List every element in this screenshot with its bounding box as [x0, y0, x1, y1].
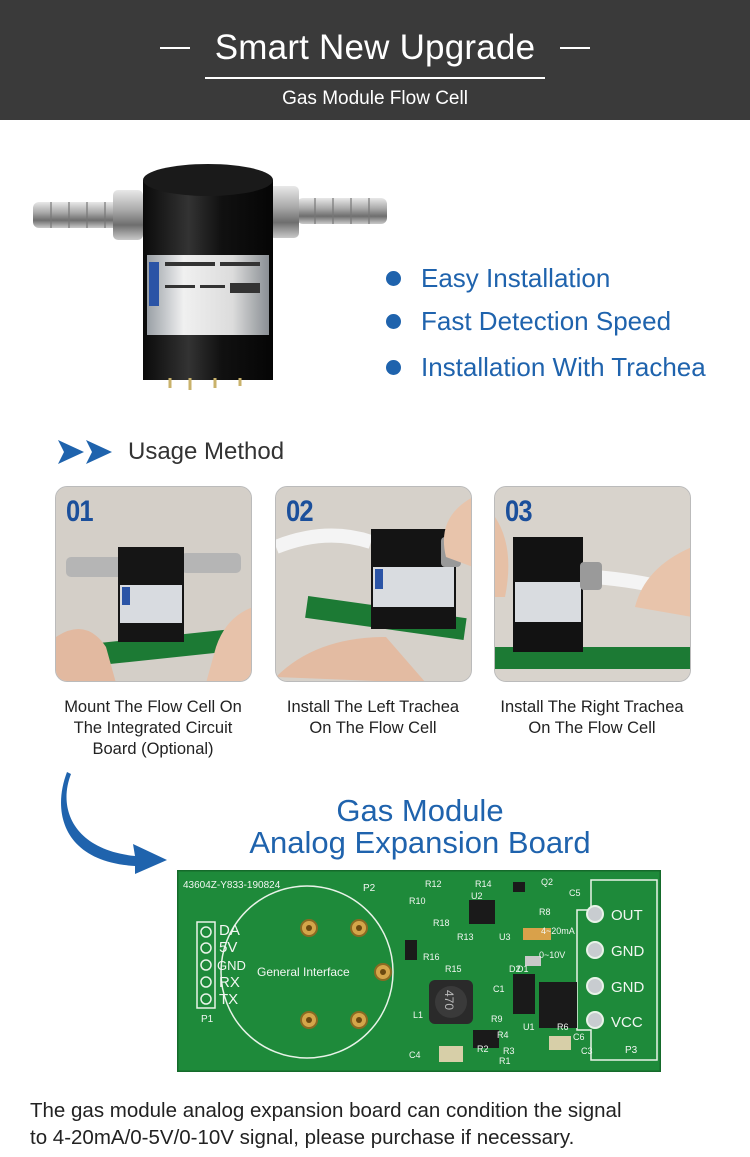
feature-label: Installation With Trachea	[421, 352, 706, 382]
part-label: C3	[581, 1046, 593, 1056]
part-label: C1	[493, 984, 505, 994]
part-label: R16	[423, 952, 440, 962]
right-pin-label: VCC	[611, 1014, 643, 1031]
part-label: L1	[413, 1010, 423, 1020]
general-interface-label: General Interface	[257, 965, 350, 979]
bullet-dot-icon	[386, 271, 401, 286]
part-label: R3	[503, 1046, 515, 1056]
board-description: The gas module analog expansion board ca…	[30, 1097, 740, 1151]
usage-method-label: Usage Method	[128, 438, 285, 465]
step-photo-2: 02	[275, 486, 472, 682]
left-pin-label: RX	[219, 974, 240, 991]
board-title-line: Analog Expansion Board	[249, 825, 591, 860]
part-label: R1	[499, 1056, 511, 1066]
part-label: R15	[445, 964, 462, 974]
step-caption-2: Install The Left Trachea On The Flow Cel…	[258, 697, 488, 739]
step-number: 03	[505, 495, 533, 528]
board-title-line: Gas Module	[336, 793, 504, 828]
header-underline	[205, 77, 545, 79]
analog-expansion-board-image: 43604Z-Y833-190824 P2 General Interface …	[177, 870, 661, 1072]
description-line: to 4-20mA/0-5V/0-10V signal, please purc…	[30, 1126, 575, 1149]
part-label: Q2	[541, 877, 553, 887]
caption-line: The Integrated Circuit	[73, 719, 233, 737]
part-label: R6	[557, 1022, 569, 1032]
feature-item: Easy Installation	[386, 263, 610, 294]
bullet-dot-icon	[386, 360, 401, 375]
part-label: R14	[475, 879, 492, 889]
description-line: The gas module analog expansion board ca…	[30, 1099, 622, 1122]
part-label: U1	[523, 1022, 535, 1032]
caption-line: Mount The Flow Cell On	[64, 698, 242, 716]
left-pin-label: 5V	[219, 939, 237, 956]
right-pin-label: OUT	[611, 907, 643, 924]
caption-line: On The Flow Cell	[309, 719, 437, 737]
part-label: R12	[425, 879, 442, 889]
caption-line: Board (Optional)	[92, 740, 214, 758]
bullet-dot-icon	[386, 314, 401, 329]
part-label: R8	[539, 907, 551, 917]
feature-item: Installation With Trachea	[386, 352, 706, 383]
left-pin-label: GND	[217, 958, 246, 973]
board-title: Gas Module Analog Expansion Board	[190, 795, 650, 859]
step-number: 01	[66, 495, 94, 528]
part-label: R18	[433, 918, 450, 928]
part-label: R9	[491, 1014, 503, 1024]
part-label: 0~10V	[539, 950, 565, 960]
header-dash-right	[560, 47, 590, 49]
part-label: D2	[509, 964, 521, 974]
page-subtitle: Gas Module Flow Cell	[282, 88, 468, 109]
left-header-label: P1	[201, 1014, 214, 1025]
part-label: C5	[569, 888, 581, 898]
part-label: U3	[499, 932, 511, 942]
part-label: D1	[517, 964, 529, 974]
part-label: R2	[477, 1044, 489, 1054]
step-1-illustration	[56, 487, 251, 681]
step-number: 02	[286, 495, 314, 528]
step-photo-1: 01	[55, 486, 252, 682]
part-label: 4~20mA	[541, 926, 575, 936]
caption-line: Install The Right Trachea	[500, 698, 684, 716]
board-code: 43604Z-Y833-190824	[183, 880, 281, 891]
center-header-label: P2	[363, 883, 376, 894]
right-pin-label: GND	[611, 943, 645, 960]
part-label: U2	[471, 891, 483, 901]
inductor-marking: 470	[442, 990, 456, 1010]
part-label: C6	[573, 1032, 585, 1042]
part-label: C4	[409, 1050, 421, 1060]
right-header-label: P3	[625, 1045, 638, 1056]
right-pin-label: GND	[611, 979, 645, 996]
caption-line: On The Flow Cell	[528, 719, 656, 737]
step-2-illustration	[276, 487, 471, 681]
flow-cell-product-image	[33, 164, 387, 390]
caption-line: Install The Left Trachea	[286, 698, 460, 716]
header-dash-left	[160, 47, 190, 49]
part-label: R4	[497, 1030, 509, 1040]
left-pin-label: DA	[219, 922, 240, 939]
header-banner	[0, 0, 750, 120]
part-label: R13	[457, 932, 474, 942]
left-pin-label: TX	[219, 991, 238, 1008]
feature-label: Easy Installation	[421, 263, 611, 293]
feature-item: Fast Detection Speed	[386, 306, 671, 337]
page-title: Smart New Upgrade	[214, 28, 536, 67]
step-photo-3: 03	[494, 486, 691, 682]
step-caption-1: Mount The Flow Cell On The Integrated Ci…	[38, 697, 268, 760]
feature-label: Fast Detection Speed	[421, 306, 672, 336]
curved-arrow-icon	[61, 772, 167, 874]
part-label: R10	[409, 896, 426, 906]
step-3-illustration	[495, 487, 690, 681]
step-caption-3: Install The Right Trachea On The Flow Ce…	[477, 697, 707, 739]
double-arrow-icon	[58, 440, 112, 464]
